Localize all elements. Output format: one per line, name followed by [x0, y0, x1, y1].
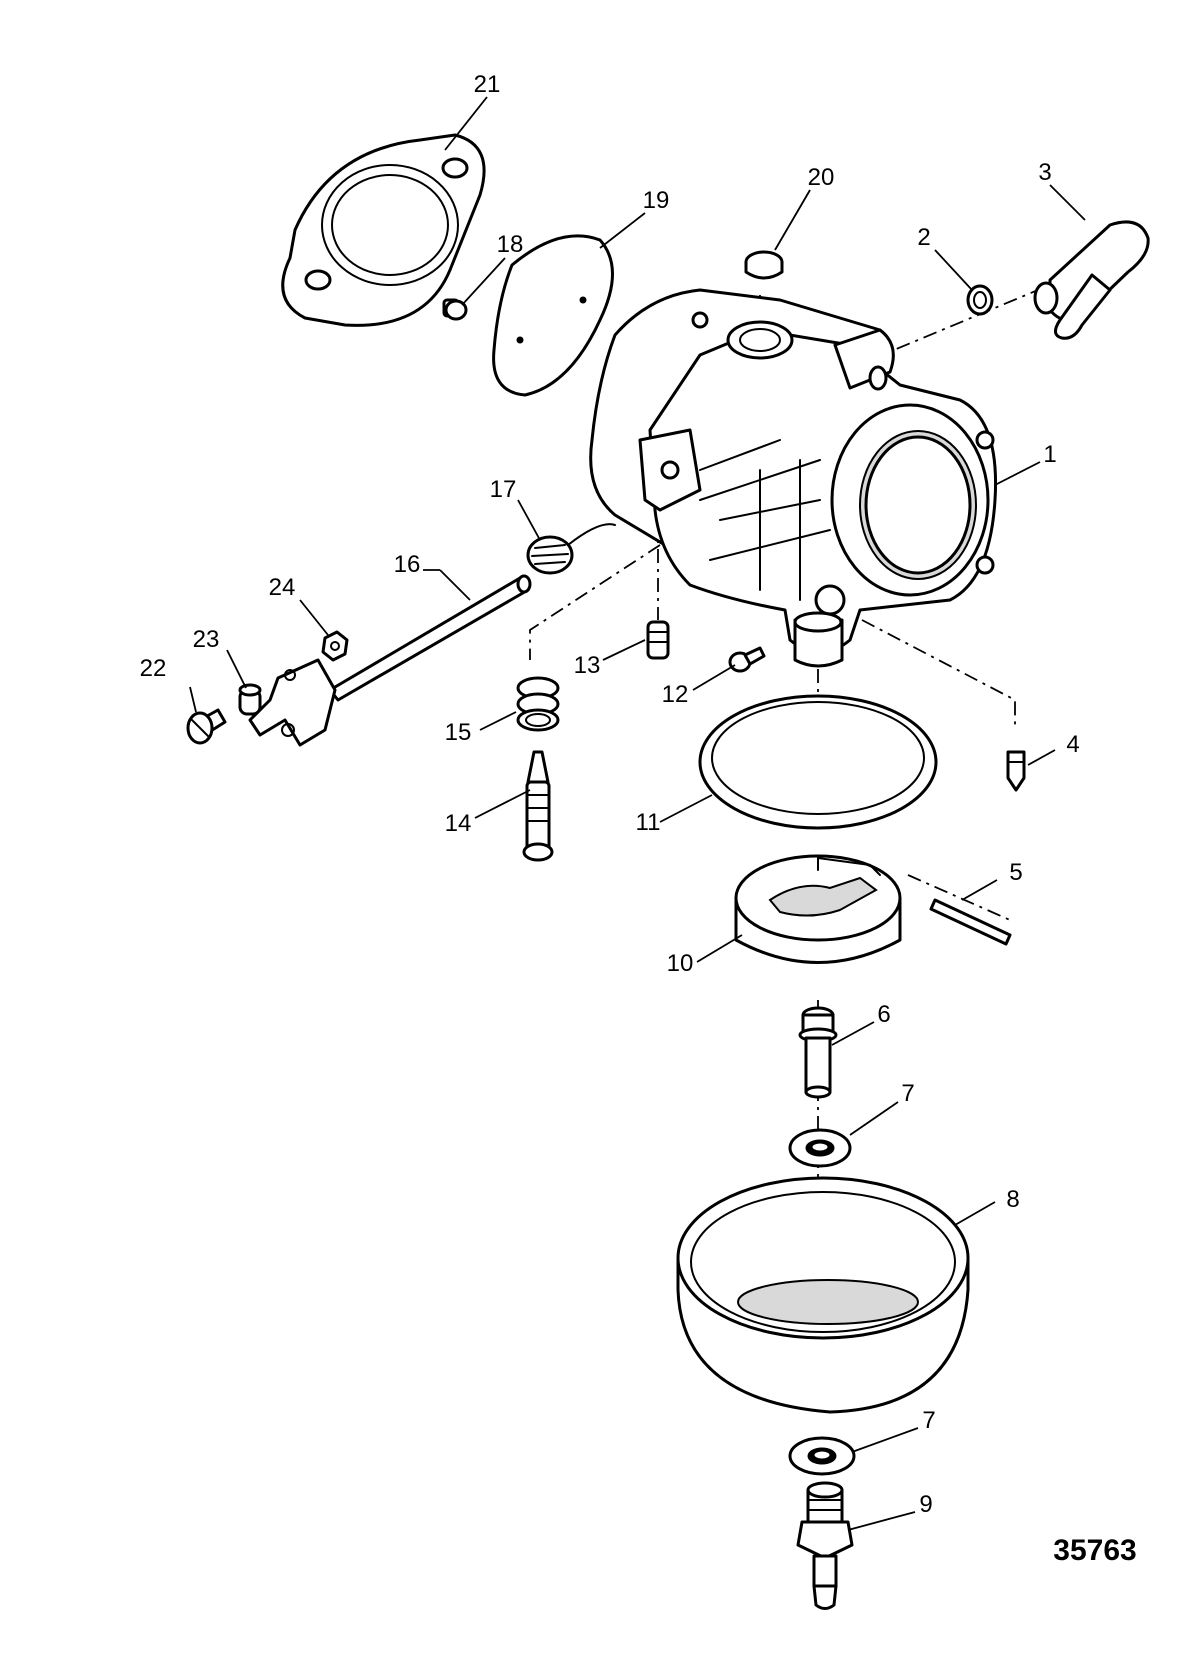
screw-12-part: [728, 646, 766, 673]
spring-15-part: [516, 676, 560, 732]
callout-19: 19: [643, 187, 670, 214]
float-bowl-part: [676, 1176, 970, 1414]
callout-22: 22: [140, 655, 167, 682]
callout-8: 8: [1006, 1186, 1019, 1213]
callout-leaders: [189, 96, 1086, 1531]
screw-18-part: [442, 298, 468, 321]
callout-2: 2: [917, 224, 930, 251]
callout-18: 18: [497, 231, 524, 258]
choke-spring-part: [526, 523, 616, 575]
callout-16: 16: [394, 551, 421, 578]
o-ring-2-part: [966, 284, 994, 316]
callout-5: 5: [1009, 859, 1022, 886]
nut-24-part: [321, 630, 349, 662]
callout-23: 23: [193, 626, 220, 653]
washer-upper-part: [788, 1128, 852, 1168]
callout-24: 24: [269, 574, 296, 601]
fuel-fitting-part: [1033, 220, 1150, 340]
inlet-needle-part: [1006, 750, 1026, 792]
callout-11: 11: [636, 809, 661, 836]
jet-13-part: [646, 620, 670, 660]
callout-7-upper: 7: [901, 1080, 914, 1107]
callout-7-lower: 7: [922, 1407, 935, 1434]
main-nozzle-part: [798, 1006, 838, 1099]
carburetor-body-part: [589, 288, 998, 668]
callout-15: 15: [445, 719, 472, 746]
callout-1: 1: [1043, 441, 1056, 468]
callout-17: 17: [490, 476, 517, 503]
mixture-needle-part: [522, 750, 554, 862]
choke-shaft-part: [328, 574, 532, 702]
callout-13: 13: [574, 652, 601, 679]
callout-9: 9: [919, 1491, 932, 1518]
float-part: [734, 854, 902, 964]
callout-14: 14: [445, 810, 472, 837]
choke-lever-part: [248, 658, 337, 747]
cover-plate-part: [492, 234, 614, 397]
bushing-23-part: [238, 683, 262, 716]
bowl-drain-fitting-part: [796, 1481, 854, 1610]
screw-22-part: [186, 708, 227, 745]
callout-6: 6: [877, 1001, 890, 1028]
callout-labels: 21 19 18 20 3 2 1 17 16 24 23 22 13 12 1…: [140, 71, 1080, 1518]
washer-lower-part: [788, 1436, 856, 1476]
callout-3: 3: [1038, 159, 1051, 186]
welch-plug-part: [744, 250, 784, 280]
bowl-gasket-part: [698, 694, 938, 830]
float-pin-part: [929, 898, 1012, 946]
callout-20: 20: [808, 164, 835, 191]
callout-21: 21: [474, 71, 501, 98]
callout-12: 12: [662, 681, 689, 708]
gasket-flange-part: [281, 133, 486, 327]
callout-10: 10: [667, 950, 694, 977]
callout-4: 4: [1066, 731, 1079, 758]
figure-number: 35763: [1053, 1534, 1136, 1567]
